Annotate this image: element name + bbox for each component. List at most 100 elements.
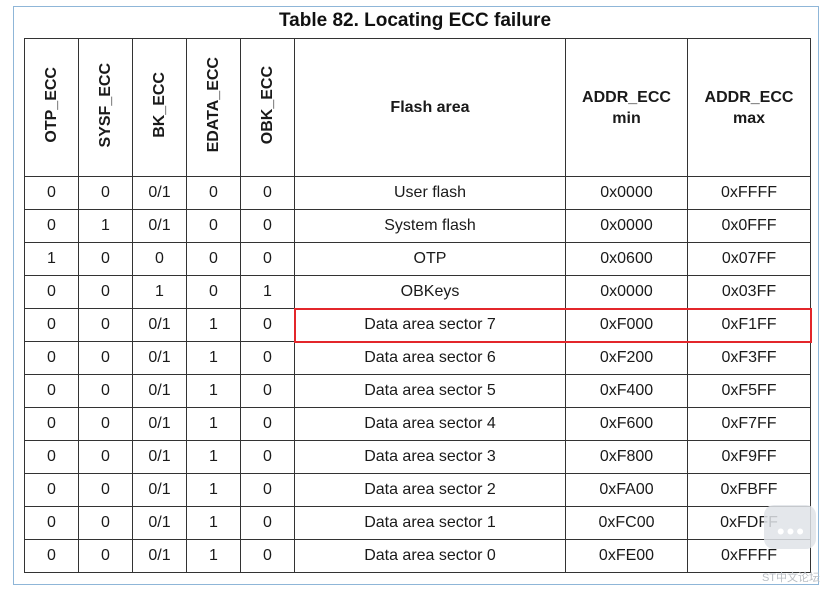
obk-ecc-cell: 0: [240, 341, 295, 375]
otp-ecc-cell: 0: [24, 506, 79, 540]
bk-ecc-cell: 0/1: [132, 209, 187, 243]
flash-area-cell: Data area sector 3: [294, 440, 566, 474]
col-header-obk-ecc: OBK_ECC: [240, 38, 295, 177]
bk-ecc-cell: 0/1: [132, 308, 187, 342]
addr-max-cell: 0xF1FF: [687, 308, 811, 342]
obk-ecc-cell: 0: [240, 374, 295, 408]
bk-ecc-cell: 0/1: [132, 539, 187, 573]
flash-area-cell: Data area sector 5: [294, 374, 566, 408]
obk-ecc-cell: 0: [240, 539, 295, 573]
sysf-ecc-cell: 0: [78, 176, 133, 210]
col-header-bk-ecc: BK_ECC: [132, 38, 187, 177]
flash-area-cell: User flash: [294, 176, 566, 210]
addr-max-cell: 0xFFFF: [687, 539, 811, 573]
obk-ecc-cell: 0: [240, 209, 295, 243]
addr-max-cell: 0x0FFF: [687, 209, 811, 243]
bk-ecc-cell: 0: [132, 242, 187, 276]
flash-area-cell: Data area sector 0: [294, 539, 566, 573]
bk-ecc-cell: 0/1: [132, 473, 187, 507]
sysf-ecc-cell: 0: [78, 539, 133, 573]
table-title: Table 82. Locating ECC failure: [278, 10, 552, 31]
edata-ecc-cell: 1: [186, 308, 241, 342]
bk-ecc-cell: 0/1: [132, 374, 187, 408]
col-header-otp-ecc: OTP_ECC: [24, 38, 79, 177]
otp-ecc-cell: 0: [24, 308, 79, 342]
addr-min-cell: 0x0600: [565, 242, 688, 276]
otp-ecc-cell: 0: [24, 374, 79, 408]
sysf-ecc-cell: 0: [78, 308, 133, 342]
chat-bubble-icon: [764, 505, 816, 549]
addr-max-cell: 0x03FF: [687, 275, 811, 309]
otp-ecc-cell: 0: [24, 539, 79, 573]
edata-ecc-cell: 1: [186, 407, 241, 441]
bk-ecc-cell: 1: [132, 275, 187, 309]
bk-ecc-cell: 0/1: [132, 176, 187, 210]
edata-ecc-cell: 1: [186, 506, 241, 540]
addr-min-cell: 0xF400: [565, 374, 688, 408]
addr-min-cell: 0xF600: [565, 407, 688, 441]
addr-min-cell: 0xFC00: [565, 506, 688, 540]
dots-icon: •••: [776, 519, 806, 544]
obk-ecc-cell: 0: [240, 506, 295, 540]
otp-ecc-cell: 0: [24, 341, 79, 375]
obk-ecc-cell: 0: [240, 176, 295, 210]
ecc-table: OTP_ECC SYSF_ECC BK_ECC EDATA_ECC OBK_EC…: [24, 38, 811, 573]
edata-ecc-cell: 0: [186, 176, 241, 210]
addr-min-cell: 0xFE00: [565, 539, 688, 573]
col-header-flash-area: Flash area: [294, 38, 566, 177]
addr-min-cell: 0xF000: [565, 308, 688, 342]
flash-area-cell: OBKeys: [294, 275, 566, 309]
edata-ecc-cell: 1: [186, 473, 241, 507]
document-frame: [13, 6, 819, 585]
addr-min-cell: 0x0000: [565, 209, 688, 243]
bk-ecc-cell: 0/1: [132, 440, 187, 474]
addr-max-cell: 0xF7FF: [687, 407, 811, 441]
flash-area-cell: Data area sector 1: [294, 506, 566, 540]
col-header-edata-ecc: EDATA_ECC: [186, 38, 241, 177]
flash-area-cell: Data area sector 6: [294, 341, 566, 375]
edata-ecc-cell: 0: [186, 275, 241, 309]
col-header-sysf-ecc: SYSF_ECC: [78, 38, 133, 177]
otp-ecc-cell: 1: [24, 242, 79, 276]
sysf-ecc-cell: 0: [78, 341, 133, 375]
addr-max-cell: 0xF3FF: [687, 341, 811, 375]
sysf-ecc-cell: 0: [78, 473, 133, 507]
otp-ecc-cell: 0: [24, 407, 79, 441]
addr-min-cell: 0xF800: [565, 440, 688, 474]
edata-ecc-cell: 1: [186, 440, 241, 474]
flash-area-cell: Data area sector 2: [294, 473, 566, 507]
obk-ecc-cell: 1: [240, 275, 295, 309]
bk-ecc-cell: 0/1: [132, 407, 187, 441]
addr-max-cell: 0xF9FF: [687, 440, 811, 474]
flash-area-cell: Data area sector 4: [294, 407, 566, 441]
otp-ecc-cell: 0: [24, 176, 79, 210]
edata-ecc-cell: 0: [186, 242, 241, 276]
header-row: OTP_ECC SYSF_ECC BK_ECC EDATA_ECC OBK_EC…: [24, 38, 811, 177]
obk-ecc-cell: 0: [240, 407, 295, 441]
watermark: ••• ST中文论坛: [756, 505, 820, 585]
addr-max-cell: 0x07FF: [687, 242, 811, 276]
bk-ecc-cell: 0/1: [132, 341, 187, 375]
addr-min-cell: 0x0000: [565, 275, 688, 309]
watermark-text: ST中文论坛: [761, 572, 820, 584]
sysf-ecc-cell: 0: [78, 440, 133, 474]
sysf-ecc-cell: 0: [78, 242, 133, 276]
bk-ecc-cell: 0/1: [132, 506, 187, 540]
obk-ecc-cell: 0: [240, 242, 295, 276]
otp-ecc-cell: 0: [24, 209, 79, 243]
edata-ecc-cell: 0: [186, 209, 241, 243]
sysf-ecc-cell: 0: [78, 374, 133, 408]
otp-ecc-cell: 0: [24, 440, 79, 474]
